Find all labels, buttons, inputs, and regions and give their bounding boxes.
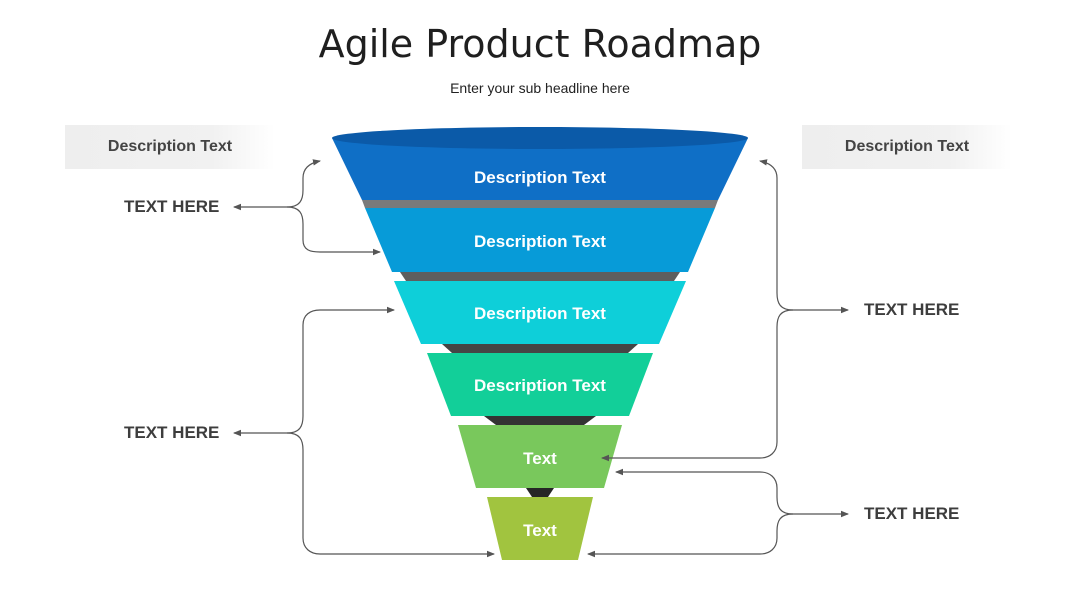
funnel-level-3-label: Description Text [474, 304, 606, 323]
page-subtitle: Enter your sub headline here [450, 80, 630, 96]
side-label-left-bottom: TEXT HERE [124, 423, 220, 442]
funnel-level-1 [332, 138, 748, 200]
bracket-left-bottom-upper [286, 306, 395, 434]
funnel-levels [332, 138, 748, 560]
funnel-level-3 [394, 281, 686, 344]
funnel-level-4 [427, 353, 653, 416]
funnel-level-2 [365, 208, 715, 272]
funnel-level-6-label: Text [523, 521, 557, 540]
bracket-right-middle-lower [601, 309, 794, 462]
funnel-level-4-label: Description Text [474, 376, 606, 395]
funnel-level-1-label: Description Text [474, 168, 606, 187]
bracket-left-bottom-lower [286, 432, 495, 558]
funnel-rim [332, 127, 748, 149]
funnel-connector-2 [400, 272, 680, 281]
side-label-right-bottom: TEXT HERE [864, 504, 960, 523]
funnel-connectors [362, 200, 718, 497]
funnel-connector-3 [442, 344, 638, 353]
funnel-connector-5 [526, 488, 554, 497]
bracket-right-middle-upper [759, 159, 794, 311]
page-title: Agile Product Roadmap [318, 22, 762, 66]
funnel-level-5 [458, 425, 622, 488]
funnel-level-6 [487, 497, 593, 560]
funnel-level-5-label: Text [523, 449, 557, 468]
funnel-connector-4 [484, 416, 596, 425]
bracket-right-bottom-lower [587, 513, 794, 558]
funnel-level-2-label: Description Text [474, 232, 606, 251]
bracket-left-top-lower [286, 206, 381, 256]
side-label-left-top: TEXT HERE [124, 197, 220, 216]
bracket-left-top-upper [286, 159, 321, 208]
side-label-right-middle: TEXT HERE [864, 300, 960, 319]
bracket-right-bottom-upper [615, 468, 794, 515]
funnel-connector-1 [362, 200, 718, 208]
description-box-left: Description Text [65, 125, 275, 169]
description-box-right: Description Text [802, 125, 1012, 169]
